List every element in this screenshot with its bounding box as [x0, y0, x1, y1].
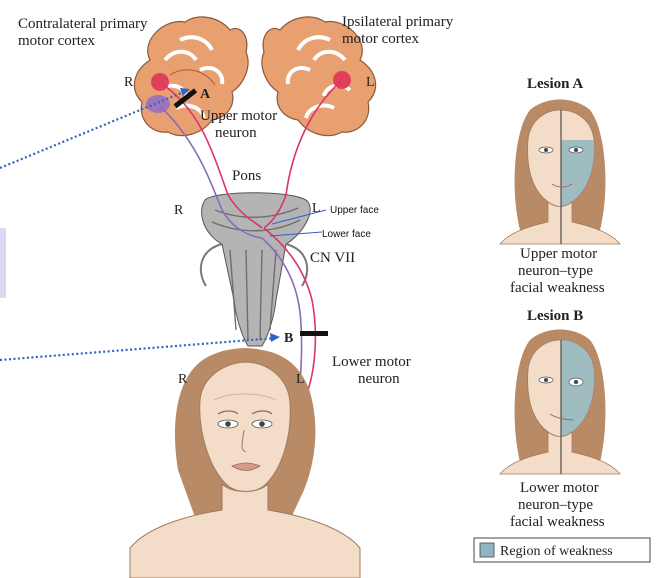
- contralateral-lesion-region: [146, 95, 170, 113]
- upper-motor-pathway-purple: [159, 105, 263, 239]
- lesion-a-title: Lesion A: [527, 76, 583, 92]
- ipsilateral-pathway-pink: [263, 81, 341, 229]
- lower-motor-neuron-line1: Lower motor: [332, 354, 411, 370]
- cn-vii-label: CN VII: [310, 250, 355, 266]
- ipsilateral-label-line1: Ipsilateral primary: [342, 14, 454, 30]
- cortex-side-r: R: [124, 75, 134, 90]
- lesion-b-face: [499, 329, 621, 475]
- pons-side-r: R: [174, 203, 184, 218]
- lesion-a-caption-line3: facial weakness: [510, 280, 605, 296]
- pointer-to-lesion-a: [0, 89, 187, 170]
- face-neck-shoulders: [129, 482, 361, 578]
- lesion-b-caption-line1: Lower motor: [520, 480, 599, 496]
- contralateral-label-line1: Contralateral primary: [18, 16, 148, 32]
- lesion-a-weakness-region: [561, 140, 595, 206]
- pons-label: Pons: [232, 168, 261, 184]
- lesion-b-caption-line2: neuron–type: [518, 497, 593, 513]
- ipsilateral-cortex: [261, 16, 377, 137]
- upper-motor-neuron-line2: neuron: [215, 125, 257, 141]
- pointer-lines: [0, 88, 327, 362]
- pons-side-l: L: [312, 201, 321, 216]
- contralateral-motor-spot: [151, 73, 169, 91]
- lesion-b-marker: B: [284, 331, 293, 346]
- lesion-a-caption-line1: Upper motor: [520, 246, 597, 262]
- lower-face-label: Lower face: [322, 229, 371, 240]
- lesion-b-weakness-region: [561, 340, 595, 436]
- lesion-b-bar: [300, 331, 328, 336]
- face-side-l: L: [296, 372, 305, 387]
- legend-swatch: [479, 542, 495, 558]
- lower-motor-neuron-line2: neuron: [358, 371, 400, 387]
- legend-label: Region of weakness: [500, 544, 613, 559]
- lesion-a-caption-line2: neuron–type: [518, 263, 593, 279]
- left-edge-panel: [0, 228, 6, 298]
- ipsilateral-label-line2: motor cortex: [342, 31, 420, 47]
- lesion-b-caption-line3: facial weakness: [510, 514, 605, 530]
- patient-face: [129, 348, 361, 578]
- lesion-a-marker: A: [200, 87, 211, 102]
- lesion-b-title: Lesion B: [527, 308, 583, 324]
- upper-motor-neuron-line1: Upper motor: [200, 108, 277, 124]
- contralateral-label-line2: motor cortex: [18, 33, 96, 49]
- upper-face-label: Upper face: [330, 205, 379, 216]
- lesion-a-face: [499, 99, 621, 245]
- pons-body: [201, 192, 311, 347]
- face-side-r: R: [178, 372, 188, 387]
- lesion-a-bar: [173, 88, 198, 109]
- pointer-to-lesion-b: [0, 336, 277, 362]
- cortex-side-l: L: [366, 75, 375, 90]
- face-skin: [199, 361, 291, 492]
- legend: Region of weakness: [473, 537, 651, 563]
- brainstem: [199, 192, 311, 347]
- brain-sections: [133, 16, 377, 137]
- upper-motor-pathway-pink: [161, 83, 263, 229]
